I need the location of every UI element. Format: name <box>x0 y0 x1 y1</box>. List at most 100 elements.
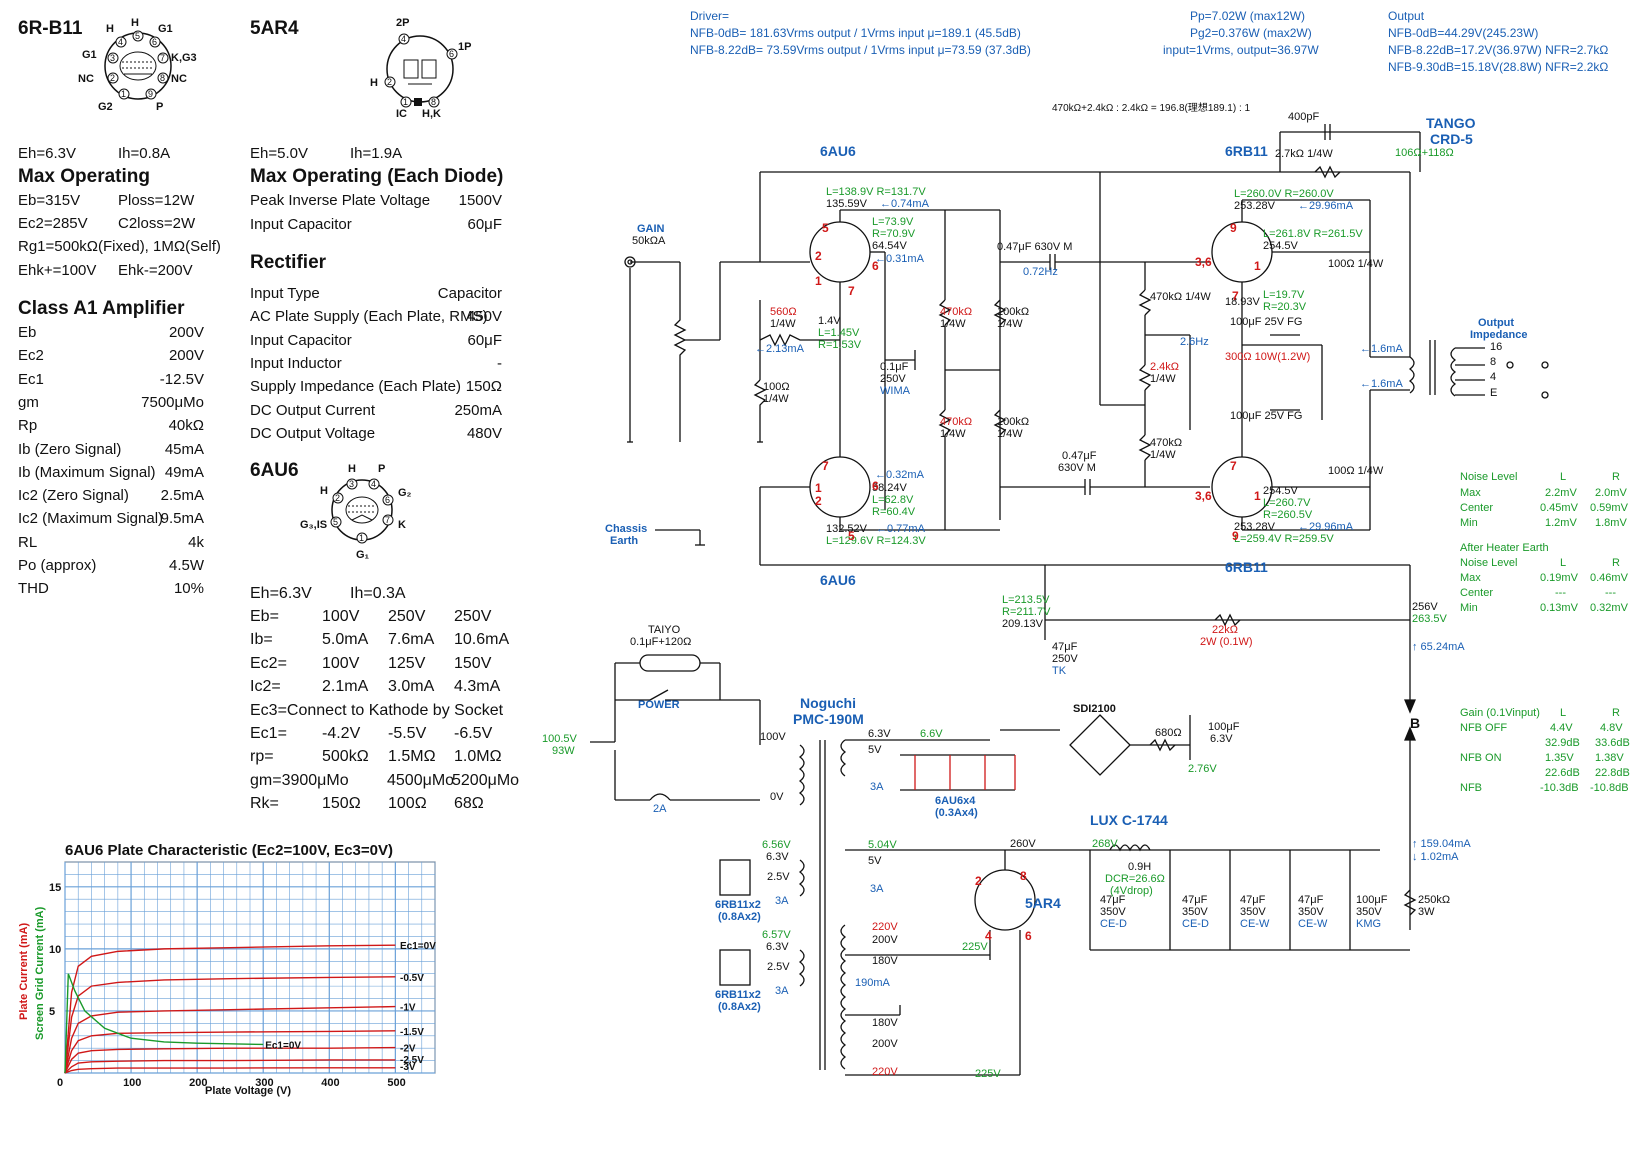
spec-cell: Ec3=Connect to Kathode by Socket <box>250 701 504 719</box>
svg-text:1: 1 <box>359 533 364 543</box>
tube-label: CRD-5 <box>1430 131 1473 147</box>
spec-key: Rp <box>18 417 38 435</box>
svg-text:32.9dB: 32.9dB <box>1545 737 1580 749</box>
label-t180b: 180V <box>872 1017 898 1029</box>
pin-number: 7 <box>1230 459 1237 473</box>
node-label: B <box>1410 715 1420 731</box>
series-line <box>64 976 396 1074</box>
spec-cell: Eb= <box>250 608 279 625</box>
spec-cell: 1.0MΩ <box>454 748 502 766</box>
label-r27k: 2.7kΩ 1/4W <box>1275 148 1333 160</box>
y2-axis-label: Screen Grid Current (mA) <box>34 906 46 1040</box>
power-notes: Pp=7.02W (max12W) Pg2=0.376W (max2W) inp… <box>1163 9 1319 57</box>
label-v225b: 225V <box>975 1068 1001 1080</box>
label-v-rbt-p: L=260.0V R=260.0V <box>1234 188 1334 200</box>
note-line: Driver= <box>690 9 729 23</box>
spec-key: Ic2 (Maximum Signal) <box>18 510 164 528</box>
spec-item: Ploss=12W <box>118 192 195 209</box>
label-r250k: 250kΩ <box>1418 894 1450 906</box>
spec-cell: 7.6mA <box>388 631 435 649</box>
label-c400: 400pF <box>1288 111 1319 123</box>
pin-number: 7 <box>1232 289 1239 303</box>
label-dcr2: (4Vdrop) <box>1110 885 1153 897</box>
series-line <box>64 973 264 1074</box>
pin-number: 1 <box>1254 259 1261 273</box>
tube-label: 6AU6 <box>820 143 856 159</box>
x-tick-label: 300 <box>255 1077 273 1089</box>
series-label: -3V <box>400 1062 416 1073</box>
svg-text:---: --- <box>1555 587 1566 599</box>
pin-number: 3,6 <box>1195 255 1212 269</box>
label-r470k2: 470kΩ <box>1150 437 1182 449</box>
series-label: Ec1=0V <box>400 941 436 952</box>
spec-key: Input Type <box>250 285 320 302</box>
label-c47b3: CE-D <box>1182 918 1209 930</box>
label-v14: 1.4V <box>818 315 841 327</box>
label-r470a2: 1/4W <box>940 318 966 330</box>
svg-text:0.19mV: 0.19mV <box>1540 572 1579 584</box>
heater-voltage: Eh=6.3V <box>18 145 76 162</box>
pin-label: K <box>398 519 406 531</box>
pin-number: 5 <box>848 529 855 543</box>
noise-title: Noise Level <box>1460 471 1517 483</box>
label-v628: L=62.8V <box>872 494 914 506</box>
pin-number: 2 <box>815 494 822 508</box>
label-v0: 0V <box>770 791 784 803</box>
spec-cell: 1.5MΩ <box>388 748 436 766</box>
spec-cell: Ic2= <box>250 678 281 696</box>
tube-label: 6RB11 <box>1225 143 1268 159</box>
label-rb11x2: 6RB11x2 <box>715 899 761 911</box>
x-tick-label: 400 <box>321 1077 339 1089</box>
max-operating-title: Max Operating (Each Diode) <box>250 166 504 187</box>
tube-label: PMC-190M <box>793 711 864 727</box>
label-r470b: 470kΩ <box>940 416 972 428</box>
series-line <box>64 1046 396 1074</box>
label-v-au6t-p: L=138.9V R=131.7V <box>826 186 926 198</box>
pin-number: 3,6 <box>1195 489 1212 503</box>
spec-cell: 4.3mA <box>454 678 501 696</box>
svg-text:0.45mV: 0.45mV <box>1540 502 1579 514</box>
spec-key: Ic2 (Zero Signal) <box>18 487 129 505</box>
svg-text:1.38V: 1.38V <box>1595 752 1624 764</box>
svg-text:0.46mV: 0.46mV <box>1590 572 1629 584</box>
svg-text:1: 1 <box>403 97 408 107</box>
pinout-6au6-icon: 3 4 6 7 1 5 2 H P H G₂ G₃,IS K G₁ <box>300 463 412 561</box>
spec-key: Eb <box>18 324 37 341</box>
x-tick-label: 100 <box>123 1077 141 1089</box>
svg-text:8: 8 <box>431 97 436 107</box>
series-line <box>64 1067 396 1074</box>
note-line: Pg2=0.376W (max2W) <box>1190 26 1312 40</box>
series-line <box>64 1059 396 1074</box>
rectifier-title: Rectifier <box>250 252 327 273</box>
label-r22k: 22kΩ <box>1212 624 1238 636</box>
spec-value: 200V <box>168 347 204 365</box>
label-c47b: 47μF <box>1182 894 1208 906</box>
y-axis-label: Plate Current (mA) <box>18 922 30 1020</box>
note-line: NFB-8.22dB=17.2V(36.97W) NFR=2.7kΩ <box>1388 43 1608 57</box>
output-notes: Output NFB-0dB=44.29V(245.23W) NFB-8.22d… <box>1388 9 1608 74</box>
spec-key: Input Capacitor <box>250 216 352 233</box>
label-au6x4b: (0.3Ax4) <box>935 807 978 819</box>
label-i-au6t-p: ←0.74mA <box>880 198 930 210</box>
spec-row: Ib (Zero Signal)45mA <box>18 441 204 458</box>
heater-voltage: Eh=5.0V <box>250 145 308 162</box>
label-v276: 2.76V <box>1188 763 1217 775</box>
spec-cell: 125V <box>388 654 426 672</box>
svg-text:4: 4 <box>118 37 123 47</box>
spec-value: 200V <box>168 324 204 341</box>
pin-number: 5 <box>822 221 829 235</box>
pin-number: 4 <box>985 929 992 943</box>
spec-row: Ib (Maximum Signal)49mA <box>18 464 204 481</box>
spec-cell: gm=3900μMo <box>250 771 349 789</box>
driver-notes: Driver= NFB-0dB= 181.63Vrms output / 1Vr… <box>690 9 1031 57</box>
y-tick-label: 5 <box>49 1006 55 1018</box>
svg-text:-10.8dB: -10.8dB <box>1590 782 1629 794</box>
pin-label: H <box>106 23 114 35</box>
label-t180a: 180V <box>872 955 898 967</box>
spec-key: Ib (Zero Signal) <box>18 440 122 458</box>
label-c47c: 47μF <box>1240 894 1266 906</box>
